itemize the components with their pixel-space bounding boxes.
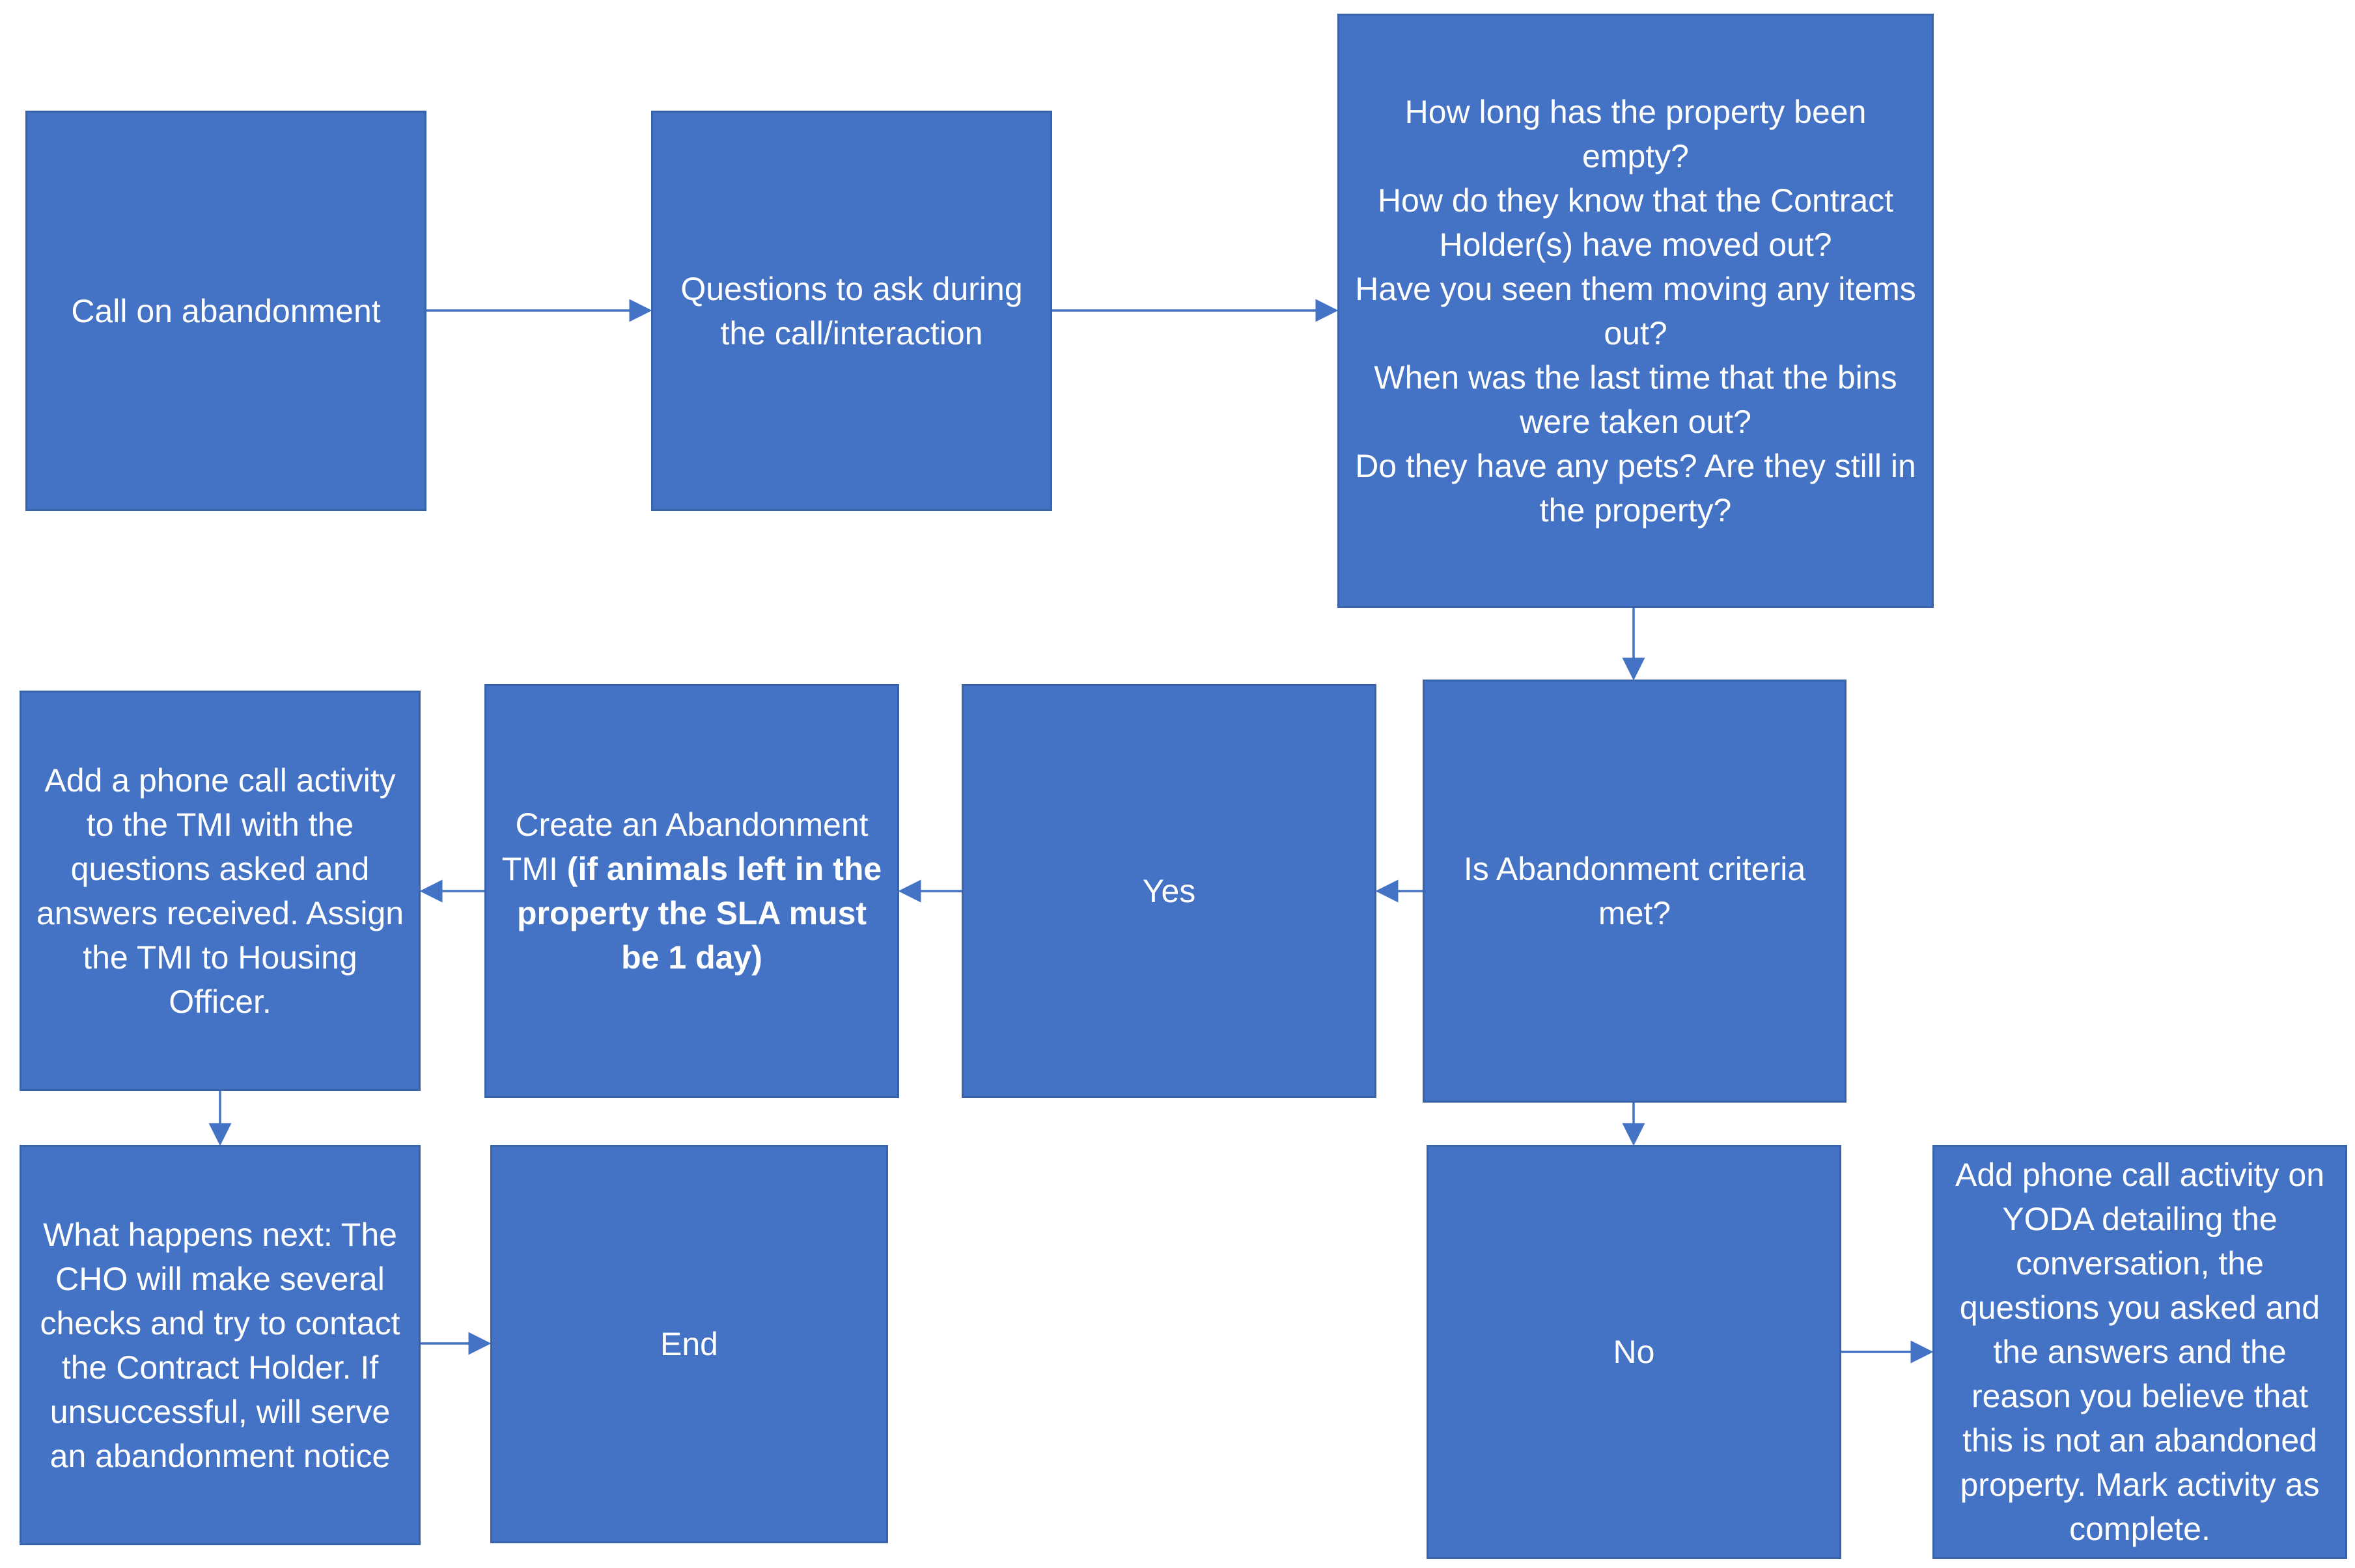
question-line-5: Do they have any pets? Are they still in… <box>1355 447 1916 529</box>
create-tmi-label: Create an Abandonment TMI <box>501 806 869 887</box>
node-add-phone-call-activity: Add a phone call activity to the TMI wit… <box>20 691 421 1091</box>
node-abandonment-criteria-label: Is Abandonment criteria met? <box>1463 851 1806 931</box>
node-no: No <box>1427 1145 1841 1559</box>
node-end-label: End <box>660 1326 718 1362</box>
question-line-3: Have you seen them moving any items out? <box>1355 270 1916 351</box>
node-no-label: No <box>1613 1334 1655 1370</box>
node-call-on-abandonment: Call on abandonment <box>25 111 426 511</box>
node-yes-label: Yes <box>1142 873 1196 909</box>
node-abandonment-criteria: Is Abandonment criteria met? <box>1423 680 1846 1103</box>
create-tmi-sla-note: (if animals left in the property the SLA… <box>516 851 882 976</box>
question-line-4: When was the last time that the bins wer… <box>1374 359 1897 440</box>
node-add-phone-call-activity-label: Add a phone call activity to the TMI wit… <box>36 762 404 1020</box>
node-create-abandonment-tmi: Create an Abandonment TMI (if animals le… <box>484 684 899 1098</box>
node-yoda-activity-label: Add phone call activity on YODA detailin… <box>1955 1157 2325 1547</box>
node-questions-to-ask-label: Questions to ask during the call/interac… <box>680 270 1023 351</box>
node-question-list: How long has the property been empty? Ho… <box>1337 14 1934 608</box>
node-yes: Yes <box>962 684 1376 1098</box>
node-what-happens-next-label: What happens next: The CHO will make sev… <box>40 1216 400 1474</box>
question-line-2: How do they know that the Contract Holde… <box>1377 182 1894 263</box>
node-create-abandonment-tmi-text: Create an Abandonment TMI (if animals le… <box>495 803 888 980</box>
node-question-list-text: How long has the property been empty? Ho… <box>1348 90 1923 532</box>
node-questions-to-ask: Questions to ask during the call/interac… <box>651 111 1052 511</box>
question-line-1: How long has the property been empty? <box>1404 93 1867 174</box>
node-what-happens-next: What happens next: The CHO will make sev… <box>20 1145 421 1545</box>
node-call-on-abandonment-label: Call on abandonment <box>71 292 381 329</box>
node-yoda-activity: Add phone call activity on YODA detailin… <box>1932 1145 2347 1559</box>
node-end: End <box>490 1145 888 1543</box>
